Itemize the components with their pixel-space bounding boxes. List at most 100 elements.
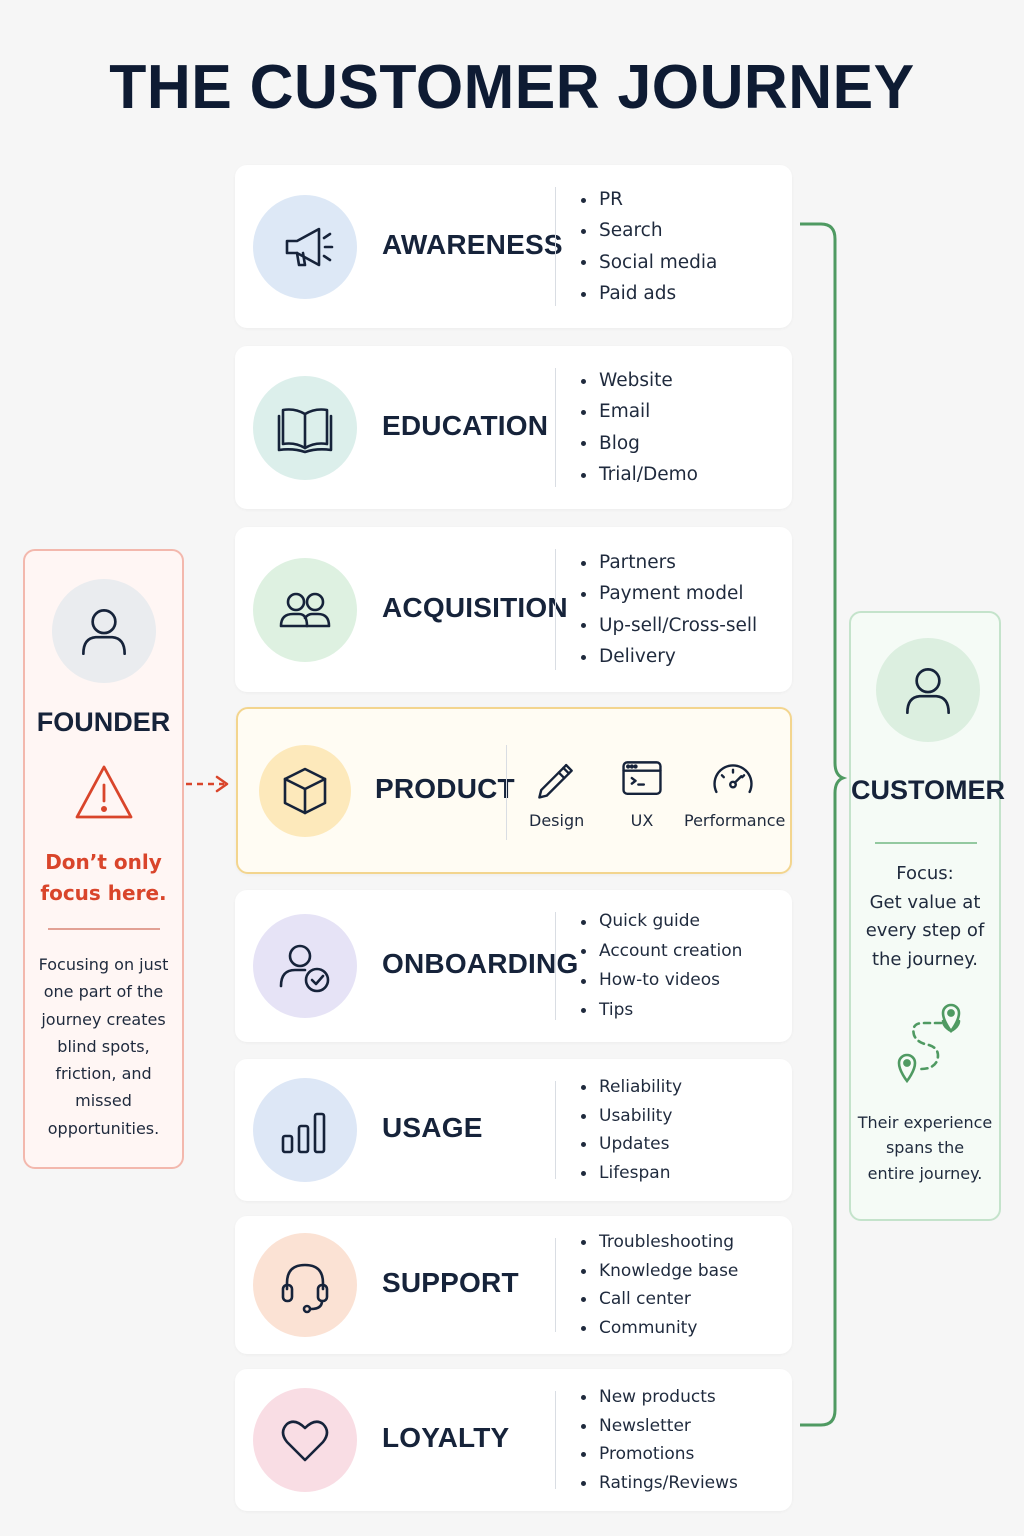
route-map-icon xyxy=(897,1003,961,1084)
customer-panel: CUSTOMER Focus: Get value at every step … xyxy=(849,611,1006,1221)
founder-avatar xyxy=(52,579,156,683)
stage-divider xyxy=(555,912,556,1020)
stage-divider xyxy=(555,1238,556,1332)
stage-divider xyxy=(555,549,556,670)
customer-divider xyxy=(875,842,977,844)
list-item: Partners xyxy=(581,547,757,578)
stage-label: USAGE xyxy=(382,1112,483,1143)
list-item: Tips xyxy=(581,996,742,1026)
founder-panel: FOUNDER Don’t only focus here. Focusing … xyxy=(23,549,184,1169)
list-item: Community xyxy=(581,1314,738,1343)
list-item: Newsletter xyxy=(581,1412,738,1441)
list-item: Delivery xyxy=(581,641,757,672)
stage-divider xyxy=(555,187,556,306)
founder-title: FOUNDER xyxy=(36,707,171,737)
headset-icon xyxy=(281,1263,329,1314)
product-item-performance: Performance xyxy=(684,755,786,830)
stage-icon-circle xyxy=(253,1233,357,1337)
warning-icon xyxy=(75,765,133,819)
bar-chart-icon xyxy=(281,1112,326,1154)
stage-label: ACQUISITION xyxy=(382,592,568,623)
list-item: Knowledge base xyxy=(581,1257,738,1286)
customer-focus: Focus: Get value at every step of the jo… xyxy=(865,863,985,971)
list-item: Call center xyxy=(581,1285,738,1314)
list-item: Search xyxy=(581,215,717,246)
customer-title: CUSTOMER xyxy=(851,775,1006,805)
stage-icon-circle xyxy=(253,376,357,480)
heart-icon xyxy=(281,1420,329,1462)
stage-label: LOYALTY xyxy=(382,1422,510,1453)
list-item: Trial/Demo xyxy=(581,459,698,490)
stage-label: EDUCATION xyxy=(382,410,549,441)
stage-icon-circle xyxy=(259,745,351,837)
gauge-icon xyxy=(713,764,753,794)
stage-divider xyxy=(555,1391,556,1489)
list-item: Account creation xyxy=(581,937,742,967)
list-item: Paid ads xyxy=(581,278,717,309)
stage-icon-circle xyxy=(253,1078,357,1182)
product-item-design: Design xyxy=(529,755,585,830)
list-item: Up-sell/Cross-sell xyxy=(581,610,757,641)
stage-label: SUPPORT xyxy=(382,1267,519,1298)
stage-divider xyxy=(506,745,507,840)
users-icon xyxy=(279,592,331,628)
list-item: Reliability xyxy=(581,1073,682,1102)
list-item: Email xyxy=(581,396,698,427)
stage-divider xyxy=(555,1081,556,1179)
user-icon xyxy=(906,668,950,715)
list-item: Promotions xyxy=(581,1440,738,1469)
cube-icon xyxy=(283,767,327,815)
customer-avatar xyxy=(876,638,980,742)
product-item-label: Design xyxy=(529,811,585,830)
product-item-ux: UX xyxy=(612,755,672,830)
list-item: Usability xyxy=(581,1102,682,1131)
founder-warning: Don’t only focus here. xyxy=(40,850,167,905)
list-item: Quick guide xyxy=(581,907,742,937)
stage-divider xyxy=(555,368,556,487)
founder-to-product-arrow xyxy=(186,775,229,793)
stage-icon-circle xyxy=(253,558,357,662)
page-title: THE CUSTOMER JOURNEY xyxy=(109,53,915,122)
stage-icon-circle xyxy=(253,1388,357,1492)
pencil-icon xyxy=(538,763,573,799)
product-item-label: Performance xyxy=(684,811,786,830)
browser-window-icon xyxy=(622,761,662,795)
stage-label: PRODUCT xyxy=(375,773,515,804)
list-item: PR xyxy=(581,184,717,215)
user-check-icon xyxy=(279,944,330,993)
stage-icon-circle xyxy=(253,195,357,299)
customer-description: Their experience spans the entire journe… xyxy=(857,1113,993,1183)
stage-label: ONBOARDING xyxy=(382,948,579,979)
user-icon xyxy=(82,609,126,656)
list-item: Ratings/Reviews xyxy=(581,1469,738,1498)
megaphone-icon xyxy=(285,227,334,267)
book-icon xyxy=(277,408,333,454)
product-item-label: UX xyxy=(630,811,654,830)
stage-card-product: PRODUCT Design UX Performance xyxy=(236,707,792,874)
list-item: New products xyxy=(581,1383,738,1412)
list-item: How-to videos xyxy=(581,966,742,996)
list-item: Payment model xyxy=(581,578,757,609)
list-item: Website xyxy=(581,365,698,396)
list-item: Blog xyxy=(581,428,698,459)
list-item: Updates xyxy=(581,1130,682,1159)
stage-label: AWARENESS xyxy=(382,229,563,260)
founder-description: Focusing on just one part of the journey… xyxy=(38,955,169,1138)
journey-bracket xyxy=(800,222,848,1427)
founder-divider xyxy=(48,928,160,930)
list-item: Social media xyxy=(581,247,717,278)
stage-icon-circle xyxy=(253,914,357,1018)
